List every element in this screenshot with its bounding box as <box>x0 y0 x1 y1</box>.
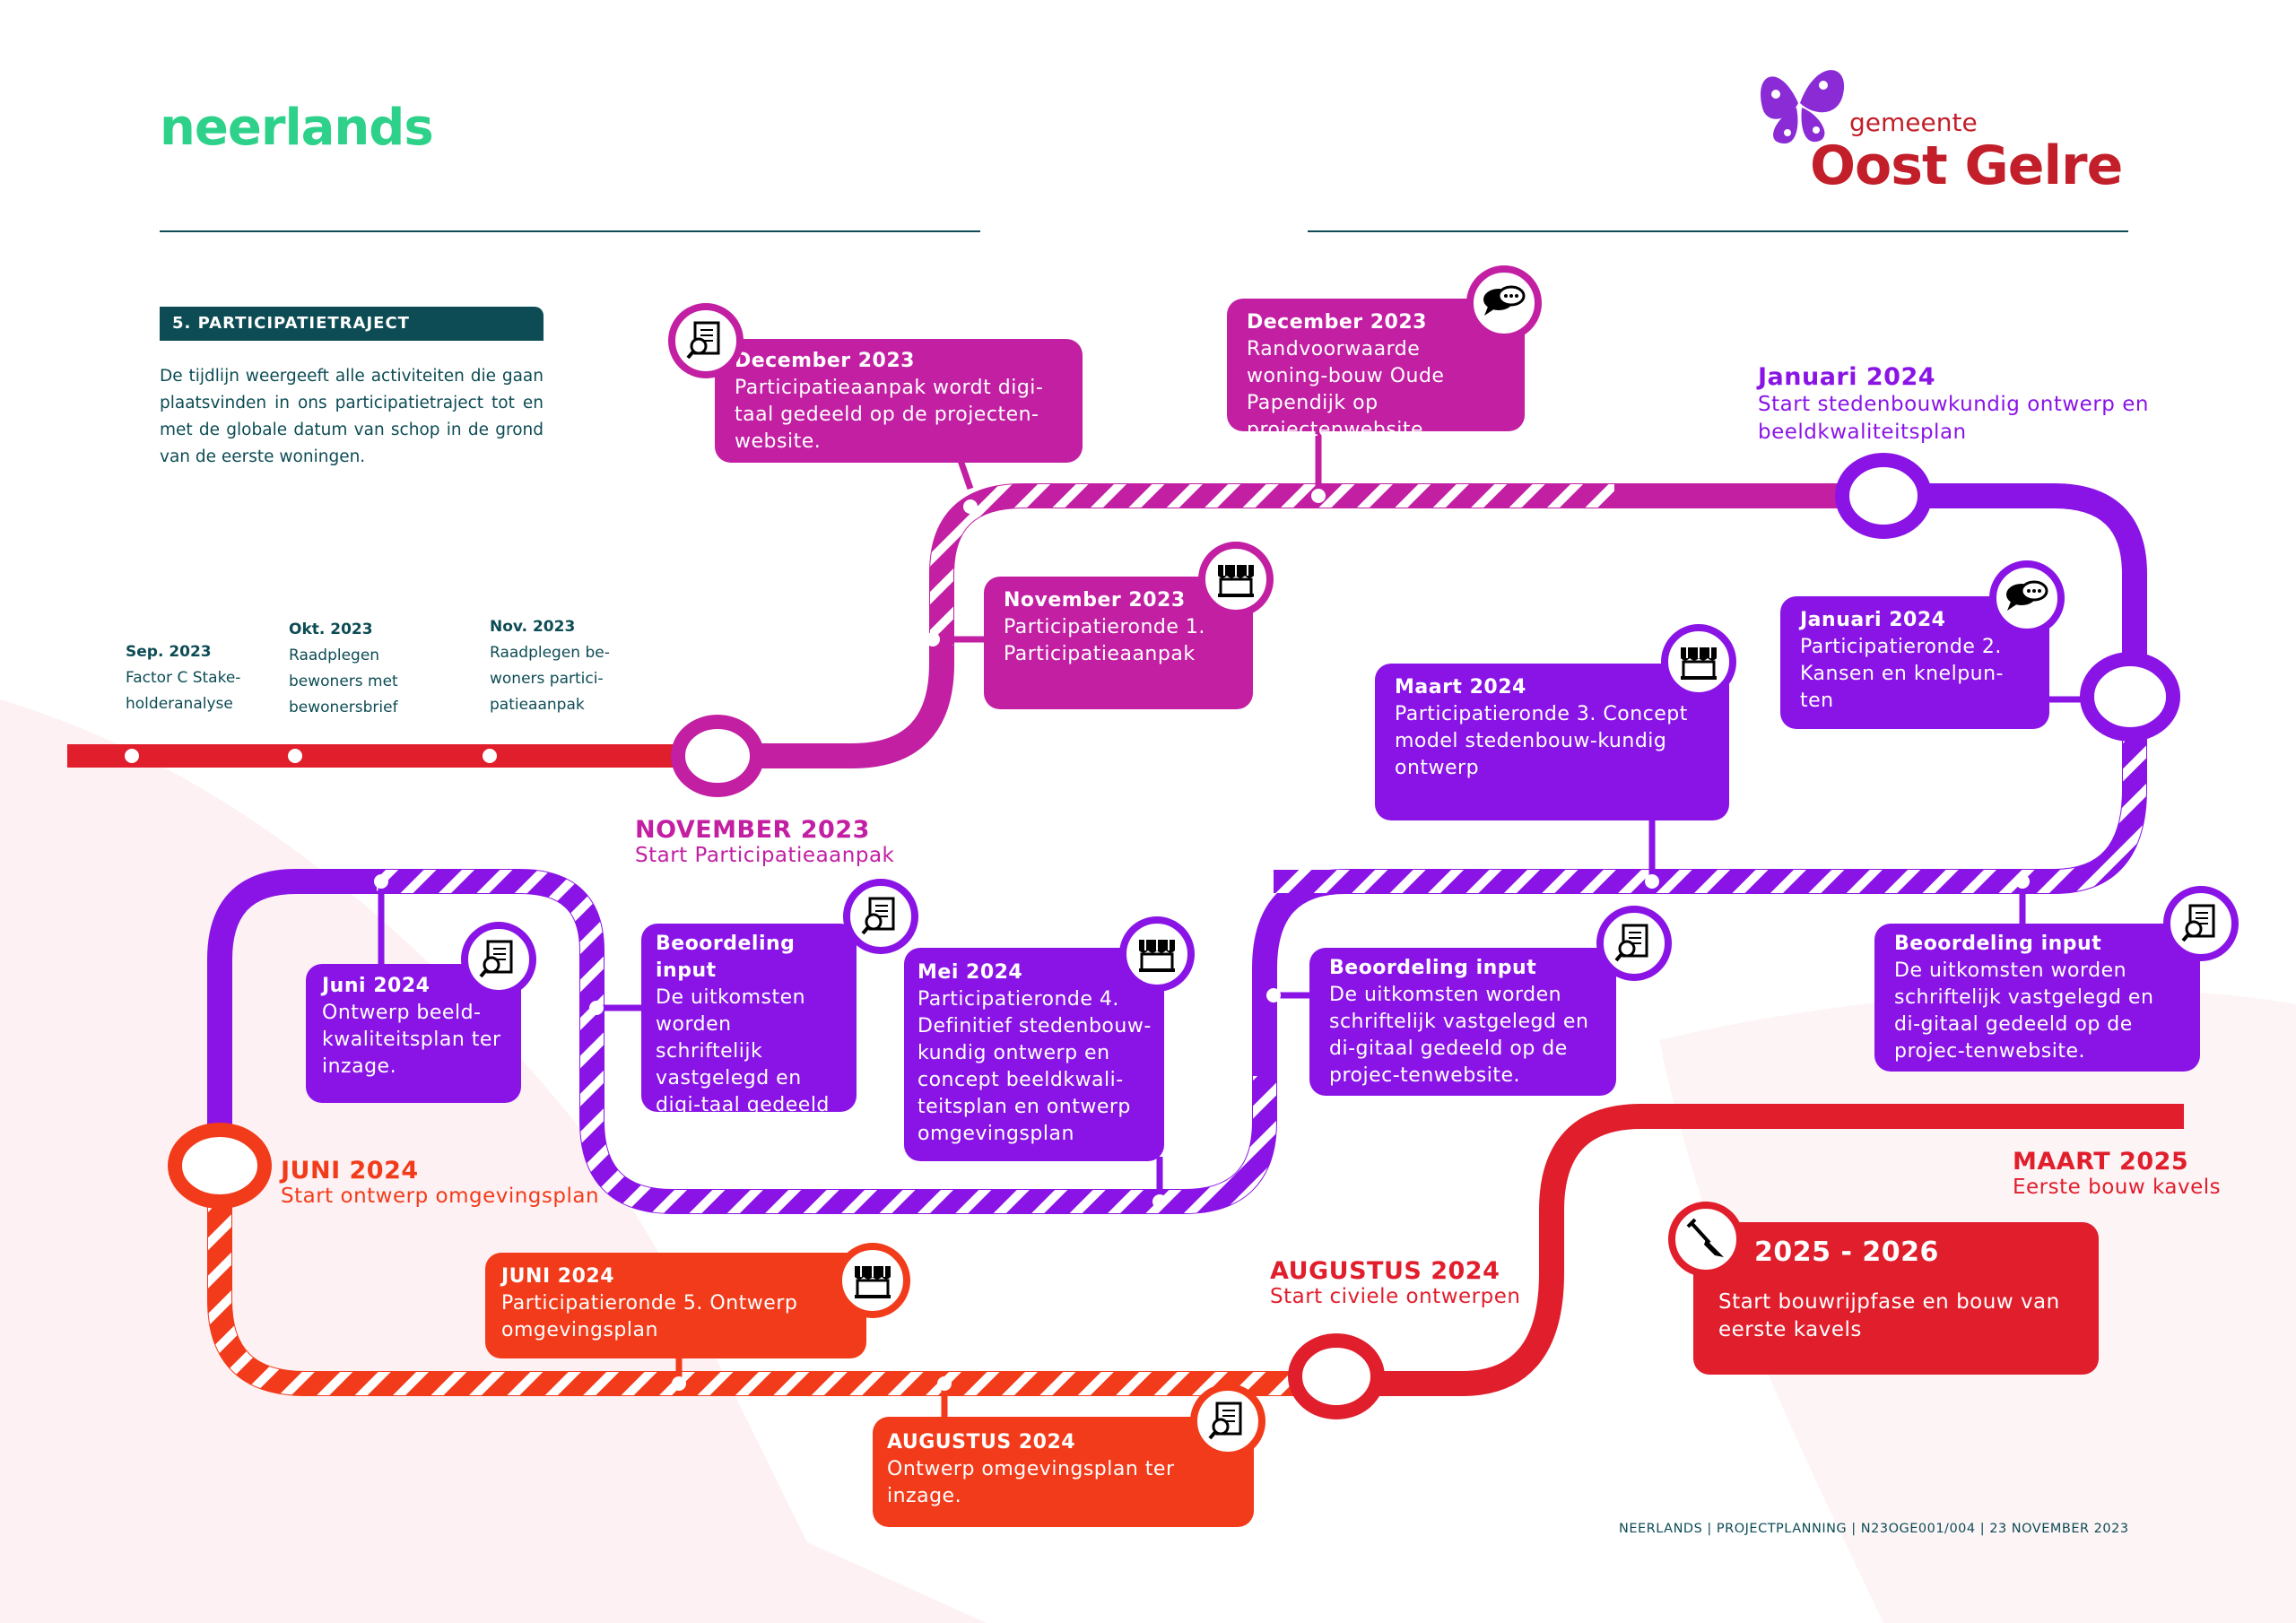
card-text: De uitkomsten worden schriftelijk vastge… <box>1329 984 1589 1087</box>
document-search-icon <box>1190 1384 1265 1459</box>
station-subtitle: Start ontwerp omgevingsplan <box>281 1185 600 1208</box>
card-beoordeling-2: Beoordeling input De uitkomsten worden s… <box>1309 948 1616 1096</box>
card-title: Beoordeling input <box>656 933 796 982</box>
card-title: JUNI 2024 <box>501 1265 615 1288</box>
card-text: De uitkomsten worden schriftelijk vastge… <box>656 986 839 1170</box>
card-text: Randvoorwaarde woning-bouw Oude Papendij… <box>1247 338 1445 441</box>
header-rule-right <box>1308 230 2128 232</box>
station-subtitle: Start Participatieaanpak <box>635 844 895 867</box>
card-text: Participatieronde 5. Ontwerp omgevingspl… <box>501 1292 798 1341</box>
station-label-jun-2024: JUNI 2024 Start ontwerp omgevingsplan <box>281 1157 599 1208</box>
card-title: Mei 2024 <box>918 961 1023 984</box>
card-mrt-2024: Maart 2024 Participatieronde 3. Concept … <box>1375 664 1729 820</box>
card-title: Maart 2024 <box>1395 676 1526 699</box>
header-rule-left <box>160 230 980 232</box>
card-dec-2023-a: December 2023 Participatieaanpak wordt d… <box>715 339 1083 463</box>
document-search-icon <box>668 303 744 378</box>
station-title: AUGUSTUS 2024 <box>1270 1257 1500 1285</box>
card-jun-2024-b: JUNI 2024 Participatieronde 5. Ontwerp o… <box>485 1253 866 1358</box>
milestone-nov-2023: Nov. 2023 Raadplegen be-woners partici-p… <box>490 614 620 718</box>
milestone-text: Raadplegen bewoners met bewonersbrief <box>289 647 398 716</box>
document-search-icon <box>1596 906 1672 981</box>
card-text: Participatieaanpak wordt digi-taal gedee… <box>735 377 1044 453</box>
card-title: December 2023 <box>735 350 915 372</box>
station-label-jan-2024: Januari 2024 Start stedenbouwkundig ontw… <box>1758 363 2152 447</box>
card-bouw-2025-2026: 2025 - 2026 Start bouwrijpfase en bouw v… <box>1693 1222 2099 1375</box>
card-title: Juni 2024 <box>322 975 430 997</box>
card-aug-2024: AUGUSTUS 2024 Ontwerp omgevingsplan ter … <box>873 1417 1254 1527</box>
card-title: Beoordeling input <box>1329 957 1537 979</box>
brand-logo: neerlands <box>160 99 434 157</box>
card-beoordeling-3: Beoordeling input De uitkomsten worden s… <box>1874 924 2200 1072</box>
market-stall-icon <box>1119 916 1195 992</box>
logo-oost-gelre: Oost Gelre <box>1810 135 2123 197</box>
document-search-icon <box>843 879 918 954</box>
chat-bubbles-icon <box>1989 560 2065 636</box>
card-text: Start bouwrijpfase en bouw van eerste ka… <box>1718 1290 2060 1341</box>
card-beoordeling-1: Beoordeling input De uitkomsten worden s… <box>641 924 857 1170</box>
station-title: NOVEMBER 2023 <box>635 816 870 844</box>
milestone-date: Sep. 2023 <box>126 643 212 661</box>
card-text: Participatieronde 4. Definitief stedenbo… <box>918 988 1152 1145</box>
station-title: MAART 2025 <box>2013 1148 2189 1176</box>
card-mei-2024: Mei 2024 Participatieronde 4. Definitief… <box>904 948 1164 1161</box>
station-label-aug-2024: AUGUSTUS 2024 Start civiele ontwerpen <box>1270 1257 1520 1308</box>
market-stall-icon <box>1661 624 1736 699</box>
milestone-text: Raadplegen be-woners partici-patieaanpak <box>490 644 610 714</box>
milestone-date: Nov. 2023 <box>490 618 576 636</box>
milestone-okt-2023: Okt. 2023 Raadplegen bewoners met bewone… <box>289 617 414 721</box>
card-text: Participatieronde 1. Participatieaanpak <box>1004 616 1205 665</box>
document-search-icon <box>461 922 536 997</box>
card-title: Beoordeling input <box>1894 933 2102 955</box>
station-subtitle: Start stedenbouwkundig ontwerp en beeldk… <box>1758 393 2149 444</box>
station-title: Januari 2024 <box>1758 363 1936 391</box>
card-text: Participatieronde 3. Concept model stede… <box>1395 703 1688 779</box>
milestone-text: Factor C Stake-holderanalyse <box>126 669 241 713</box>
station-subtitle: Start civiele ontwerpen <box>1270 1285 1521 1308</box>
card-text: Ontwerp omgevingsplan ter inzage. <box>887 1458 1175 1507</box>
station-label-mrt-2025: MAART 2025 Eerste bouw kavels <box>2013 1148 2221 1199</box>
card-title: Januari 2024 <box>1800 609 1946 631</box>
shovel-icon <box>1668 1202 1744 1277</box>
card-title: December 2023 <box>1247 311 1427 334</box>
station-label-nov-2023: NOVEMBER 2023 Start Participatieaanpak <box>635 816 894 867</box>
section-title: 5. PARTICIPATIETRAJECT <box>160 307 544 341</box>
card-title: AUGUSTUS 2024 <box>887 1431 1076 1454</box>
market-stall-icon <box>835 1243 910 1318</box>
card-text: Participatieronde 2. Kansen en knelpun-t… <box>1800 636 2004 712</box>
card-title: November 2023 <box>1004 589 1186 612</box>
butterfly-logo-icon <box>1761 70 1845 143</box>
milestone-date: Okt. 2023 <box>289 621 373 638</box>
station-subtitle: Eerste bouw kavels <box>2013 1176 2222 1199</box>
document-search-icon <box>2163 886 2239 961</box>
market-stall-icon <box>1198 542 1274 617</box>
card-text: De uitkomsten worden schriftelijk vastge… <box>1894 959 2154 1063</box>
chat-bubbles-icon <box>1466 265 1542 341</box>
card-text: Ontwerp beeld-kwaliteitsplan ter inzage. <box>322 1002 501 1078</box>
card-title: 2025 - 2026 <box>1754 1237 1939 1268</box>
section-intro: De tijdlijn weergeeft alle activiteiten … <box>160 367 544 466</box>
milestone-sep-2023: Sep. 2023 Factor C Stake-holderanalyse <box>126 639 260 717</box>
station-title: JUNI 2024 <box>281 1157 419 1185</box>
footer-text: NEERLANDS | PROJECTPLANNING | N23OGE001/… <box>1619 1522 2129 1536</box>
logo-gemeente: gemeente <box>1849 108 1978 137</box>
